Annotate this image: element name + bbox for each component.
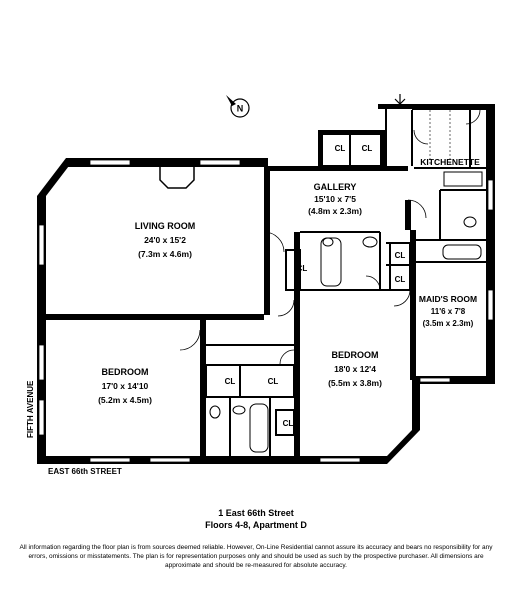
- closet-label: CL: [362, 144, 373, 153]
- closet-label: CL: [297, 264, 308, 273]
- windows: [38, 159, 494, 463]
- closet-outlines: [205, 242, 411, 436]
- fireplace: [159, 167, 195, 189]
- closet-label: CL: [395, 251, 406, 260]
- address-line-2: Floors 4-8, Apartment D: [205, 520, 307, 530]
- room-label-bedroom-1: BEDROOM 17'0 x 14'10 (5.2m x 4.5m): [98, 367, 152, 405]
- doors: [179, 109, 481, 365]
- street-label-east-66th: EAST 66th STREET: [48, 467, 122, 476]
- kitchenette-cabinets: [429, 110, 451, 165]
- bedroom-2-dim-metric: (5.5m x 3.8m): [328, 378, 382, 388]
- compass-letter: N: [237, 104, 244, 114]
- living-room-name: LIVING ROOM: [135, 221, 196, 231]
- bedroom-1-name: BEDROOM: [102, 367, 149, 377]
- entry-arrow-icon: [394, 94, 406, 105]
- street-label-fifth-avenue: FIFTH AVENUE: [26, 380, 35, 438]
- address-line-1: 1 East 66th Street: [218, 508, 294, 518]
- room-label-bedroom-2: BEDROOM 18'0 x 12'4 (5.5m x 3.8m): [328, 350, 382, 388]
- bedroom-2-dim-imperial: 18'0 x 12'4: [334, 364, 376, 374]
- bedroom-1-dim-metric: (5.2m x 4.5m): [98, 395, 152, 405]
- closet-label: CL: [335, 144, 346, 153]
- living-room-dim-imperial: 24'0 x 15'2: [144, 235, 186, 245]
- room-label-gallery: GALLERY 15'10 x 7'5 (4.8m x 2.3m): [308, 182, 362, 216]
- bedroom-2-name: BEDROOM: [332, 350, 379, 360]
- room-label-living: LIVING ROOM 24'0 x 15'2 (7.3m x 4.6m): [135, 221, 196, 259]
- compass-icon: N: [226, 95, 250, 118]
- closet-label: CL: [225, 377, 236, 386]
- gallery-dim-imperial: 15'10 x 7'5: [314, 194, 356, 204]
- living-room-dim-metric: (7.3m x 4.6m): [138, 249, 192, 259]
- bedroom-1-dim-imperial: 17'0 x 14'10: [102, 381, 149, 391]
- fixtures: [209, 171, 483, 453]
- maids-room-dim-metric: (3.5m x 2.3m): [423, 319, 474, 328]
- maids-room-dim-imperial: 11'6 x 7'8: [431, 307, 466, 316]
- closet-labels: CL CL CL CL CL CL CL CL: [225, 144, 406, 428]
- room-label-maids: MAID'S ROOM 11'6 x 7'8 (3.5m x 2.3m): [419, 294, 477, 328]
- address-block: 1 East 66th Street Floors 4-8, Apartment…: [0, 507, 512, 531]
- disclaimer: All information regarding the floor plan…: [19, 544, 493, 569]
- kitchenette-name: KITCHENETTE: [420, 157, 480, 167]
- gallery-dim-metric: (4.8m x 2.3m): [308, 206, 362, 216]
- closet-label: CL: [395, 275, 406, 284]
- gallery-name: GALLERY: [314, 182, 357, 192]
- closet-label: CL: [268, 377, 279, 386]
- closet-label: CL: [283, 419, 294, 428]
- maids-room-name: MAID'S ROOM: [419, 294, 477, 304]
